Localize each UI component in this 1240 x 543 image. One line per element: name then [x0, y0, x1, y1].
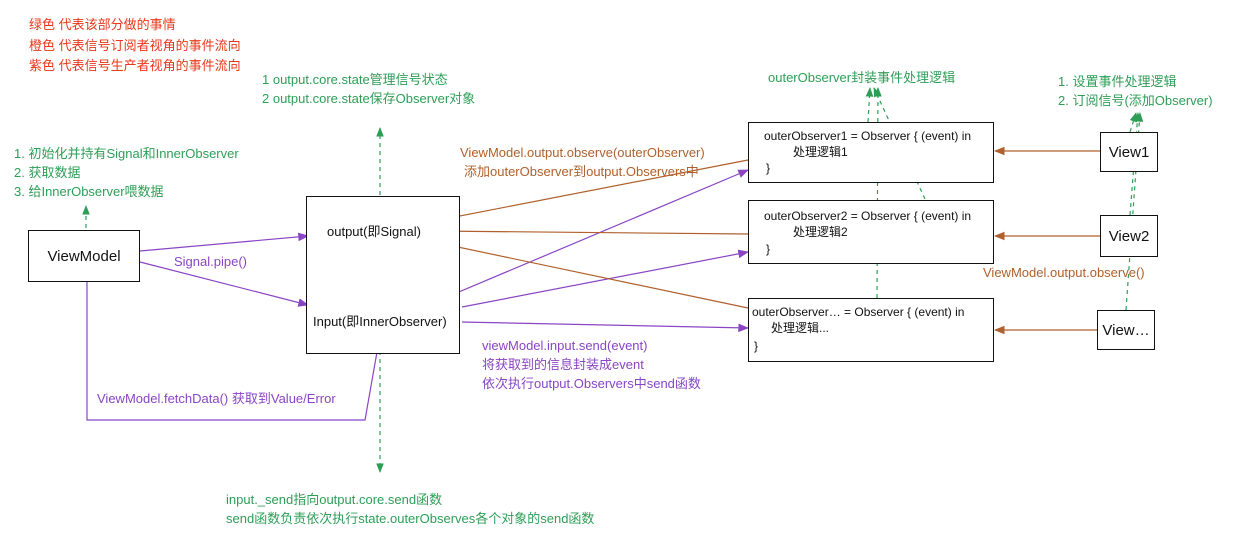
signal-box: output(即Signal) Input(即InnerObserver) — [306, 196, 460, 354]
edge-input-to-observer2 — [461, 249, 750, 308]
view2-node: View2 — [1100, 215, 1158, 257]
edge-input-to-observer1 — [427, 169, 749, 306]
input-node-label: Input(即InnerObserver) — [313, 314, 447, 329]
observe-call-line: 添加outerObserver到output.Observers中 — [464, 164, 699, 179]
send-call-line: 依次执行output.Observers中send函数 — [482, 376, 701, 391]
views-note: 1. 设置事件处理逻辑 2. 订阅信号(添加Observer) — [1058, 72, 1213, 110]
observer1-line: 处理逻辑1 — [793, 145, 848, 159]
send-call-line: 将获取到的信息封装成event — [482, 357, 644, 372]
output-note-line: 1 output.core.state管理信号状态 — [262, 72, 448, 87]
views-note-line: 1. 设置事件处理逻辑 — [1058, 74, 1177, 89]
observers-note: outerObserver封装事件处理逻辑 — [768, 70, 956, 85]
output-node-label: output(即Signal) — [327, 224, 421, 239]
edge-observer2-to-output — [432, 226, 749, 236]
edge-fetch-data — [86, 282, 383, 421]
observer2-node: outerObserver2 = Observer { (event) in 处… — [748, 200, 994, 264]
viewmodel-note: 1. 初始化并持有Signal和InnerObserver 2. 获取数据 3.… — [14, 144, 239, 201]
observer1-line: outerObserver1 = Observer { (event) in — [764, 129, 972, 143]
viewmodel-note-line: 1. 初始化并持有Signal和InnerObserver — [14, 146, 239, 161]
observer3-line: 处理逻辑... — [771, 321, 830, 335]
signal-pipe-label: Signal.pipe() — [174, 254, 247, 269]
legend-purple: 紫色 代表信号生产者视角的事件流向 — [29, 58, 241, 73]
observer1-line: } — [766, 161, 771, 175]
edge-viewmodel-to-output — [139, 232, 310, 252]
views-note-line: 2. 订阅信号(添加Observer) — [1058, 93, 1213, 108]
viewmodel-node-label: ViewModel — [47, 247, 121, 265]
output-note-line: 2 output.core.state保存Observer对象 — [262, 91, 476, 106]
input-note-line: input._send指向output.core.send函数 — [226, 492, 443, 507]
output-note: 1 output.core.state管理信号状态 2 output.core.… — [262, 70, 475, 108]
input-note-line: send函数负责依次执行state.outerObserves各个对象的send… — [226, 511, 595, 526]
view3-node-label: View… — [1102, 321, 1150, 339]
edge-viewmodel-to-input — [139, 261, 310, 307]
view2-node-label: View2 — [1108, 227, 1150, 245]
viewmodel-note-line: 2. 获取数据 — [14, 165, 81, 180]
edge-input-to-observer3 — [461, 321, 750, 333]
input-note: input._send指向output.core.send函数 send函数负责… — [226, 490, 594, 528]
view1-node: View1 — [1100, 132, 1158, 172]
edge-observer3-note — [874, 87, 882, 299]
legend-green: 绿色 代表该部分做的事情 — [29, 17, 176, 32]
send-call-line: viewModel.input.send(event) — [482, 338, 648, 353]
viewmodel-note-line: 3. 给InnerObserver喂数据 — [14, 184, 164, 199]
view-observe-label: ViewModel.output.observe() — [983, 265, 1145, 280]
edge-observer1-to-output — [432, 159, 749, 224]
send-call-label: viewModel.input.send(event) 将获取到的信息封装成ev… — [482, 336, 701, 393]
observer1-node: outerObserver1 = Observer { (event) in 处… — [748, 122, 994, 183]
legend-orange: 橙色 代表信号订阅者视角的事件流向 — [29, 38, 241, 53]
edge-view1-note — [1129, 112, 1138, 133]
observer3-line: outerObserver… = Observer { (event) in — [752, 305, 965, 319]
edge-view3-note — [1125, 112, 1144, 311]
observe-call-label: ViewModel.output.observe(outerObserver) … — [460, 143, 705, 181]
observer2-line: 处理逻辑2 — [793, 225, 848, 239]
observer3-line: } — [754, 339, 759, 353]
edge-observer1-note — [865, 87, 874, 123]
observer2-line: outerObserver2 = Observer { (event) in — [764, 209, 972, 223]
fetch-data-label: ViewModel.fetchData() 获取到Value/Error — [97, 391, 336, 406]
observer3-node: outerObserver… = Observer { (event) in 处… — [748, 298, 994, 362]
view1-node-label: View1 — [1108, 143, 1150, 161]
edge-observer3-to-output — [432, 239, 749, 309]
view3-node: View… — [1097, 310, 1155, 350]
observer2-line: } — [766, 242, 771, 256]
viewmodel-node: ViewModel — [28, 230, 140, 282]
observe-call-line: ViewModel.output.observe(outerObserver) — [460, 145, 705, 160]
